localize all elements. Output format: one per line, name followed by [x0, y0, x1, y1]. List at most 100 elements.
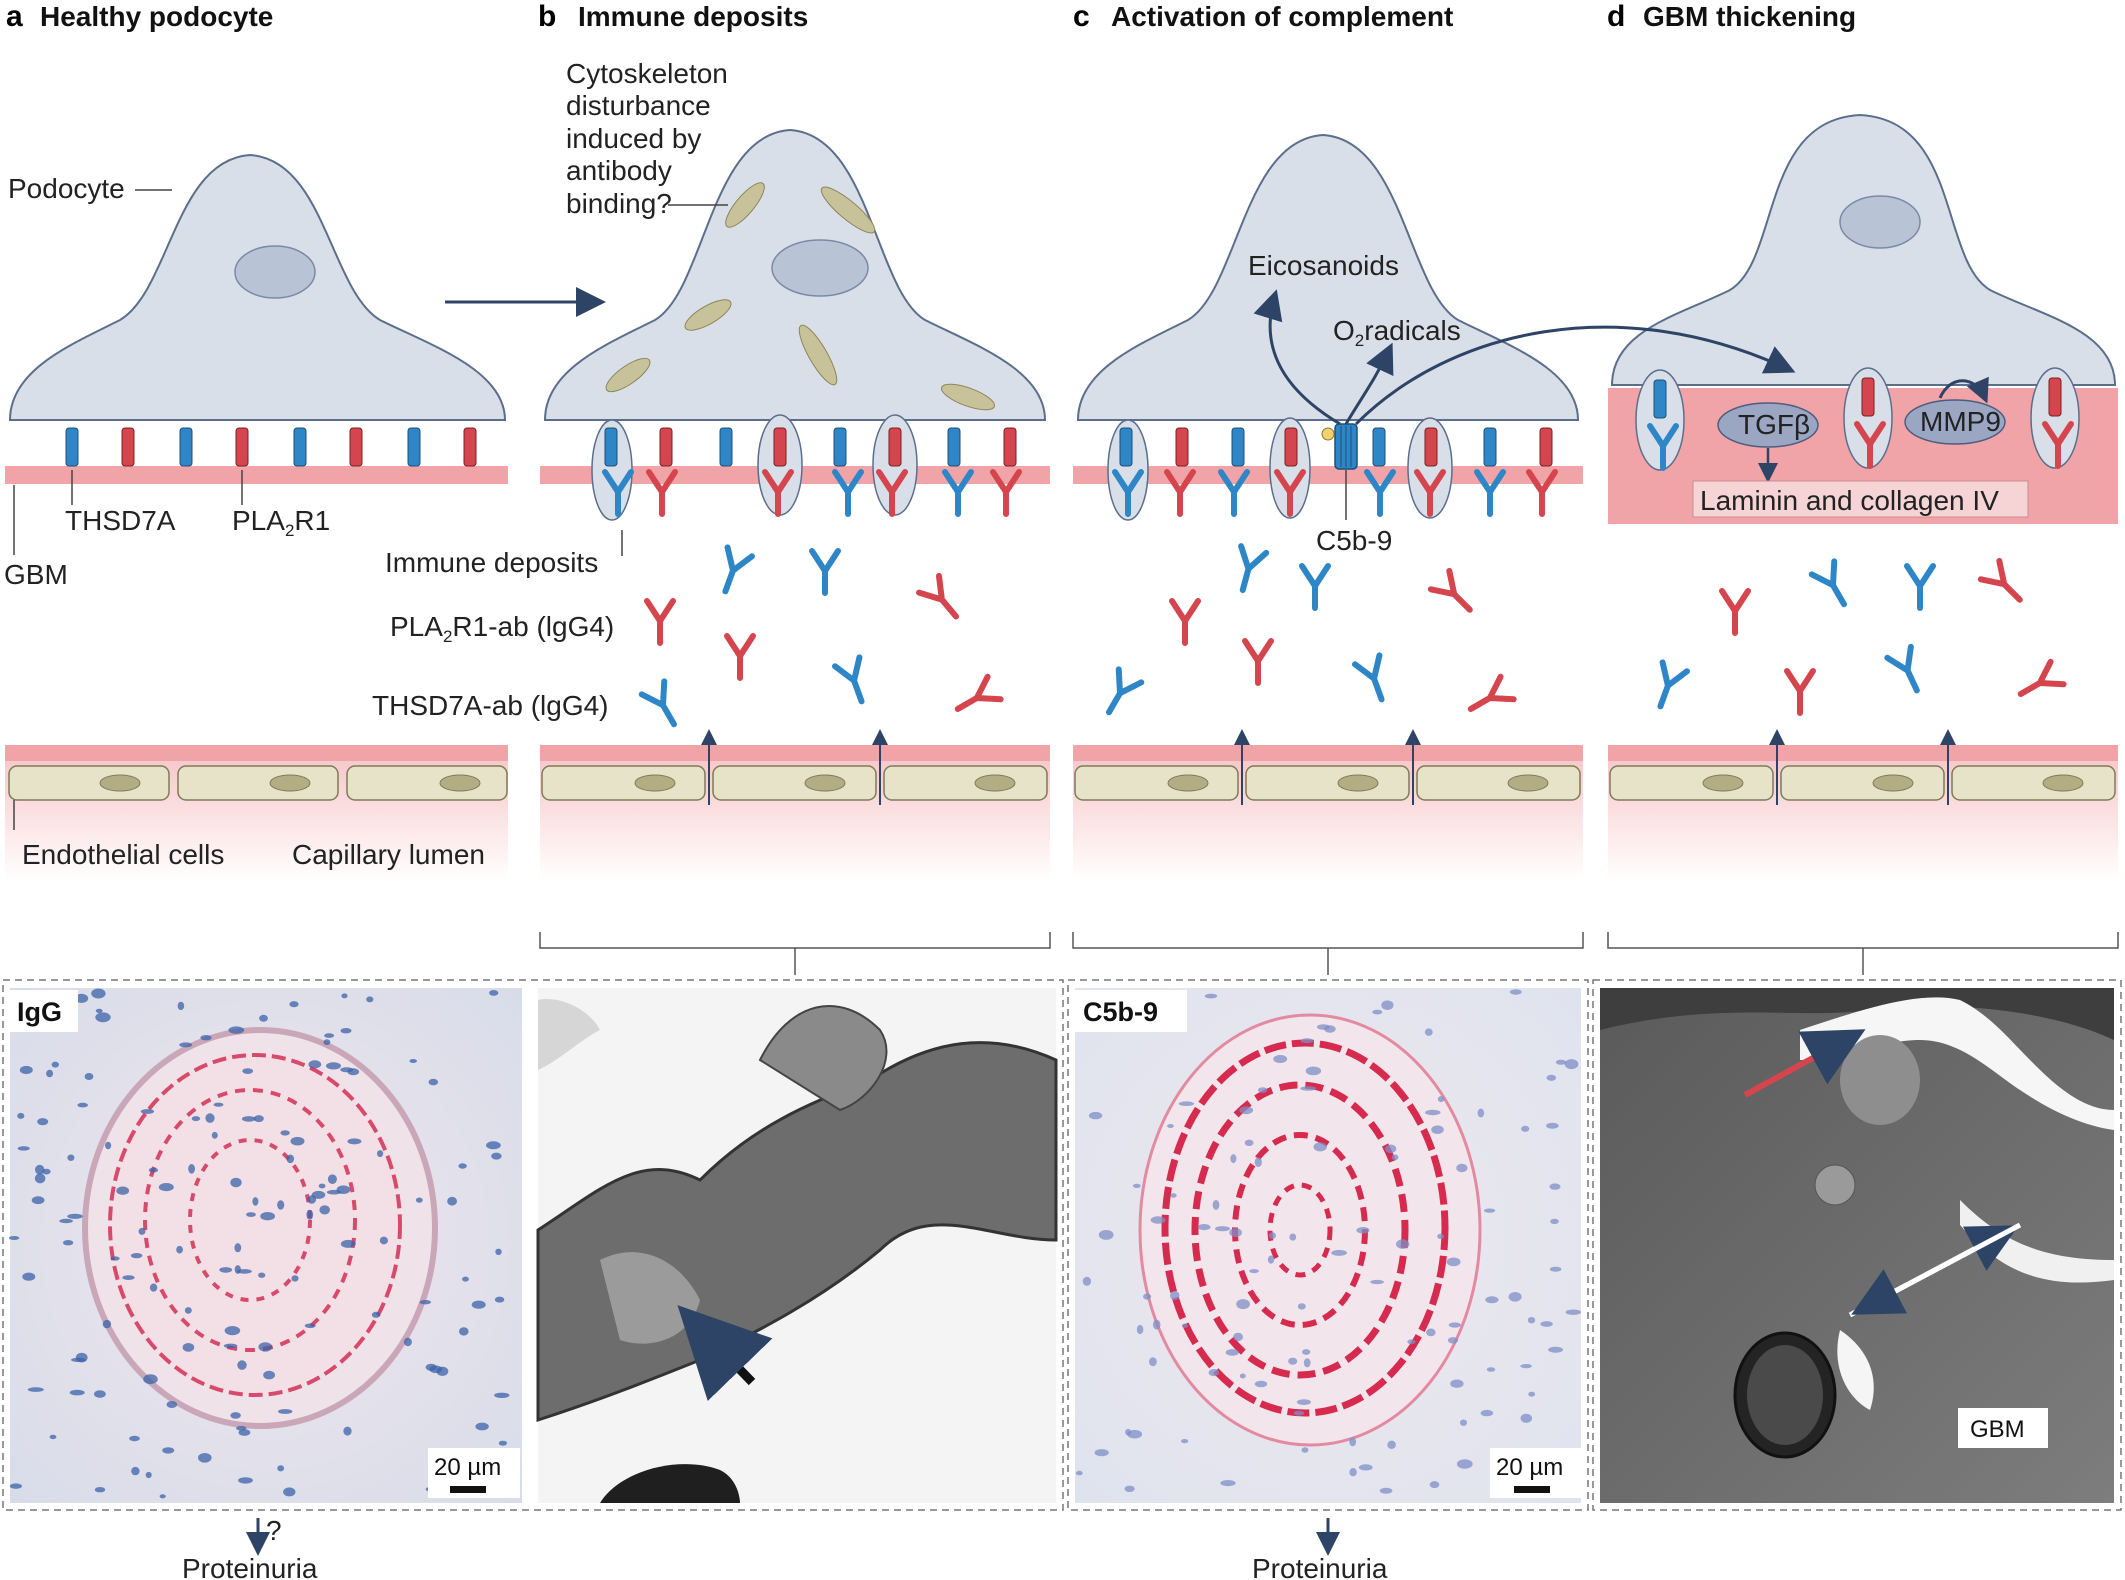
nucleus-stain: [304, 1323, 316, 1329]
nucleus-stain: [341, 993, 348, 999]
nucleus-stain: [1300, 1038, 1314, 1044]
nucleus-stain: [1426, 1328, 1436, 1337]
nucleus-stain: [138, 1227, 146, 1235]
nucleus-stain: [237, 1360, 247, 1370]
nucleus-stain: [277, 1465, 285, 1472]
black-arrow-icon: [677, 1305, 773, 1402]
igg-badge-bg: [10, 990, 78, 1032]
nucleus-stain: [1387, 1440, 1396, 1450]
antibody-icon: [2017, 658, 2067, 697]
capillary-label: Capillary lumen: [292, 839, 485, 870]
nucleus-stain: [1448, 1322, 1461, 1328]
antibody-icon: [990, 469, 1022, 517]
nucleus-stain: [1425, 1109, 1441, 1116]
nucleus-stain: [219, 1267, 233, 1273]
nucleus-stain: [246, 1212, 256, 1217]
nucleus-stain: [77, 1102, 88, 1108]
nucleus-stain: [260, 1212, 275, 1221]
nucleus-stain: [179, 1042, 193, 1048]
nucleus-stain: [280, 1130, 290, 1136]
panel-title-b: b Immune deposits: [538, 0, 808, 33]
nucleus-stain: [241, 1116, 256, 1122]
nucleus-stain: [105, 1141, 112, 1150]
nucleus-stain: [1178, 1101, 1195, 1106]
nucleus-stain: [1254, 1157, 1262, 1167]
nucleus-stain: [129, 1435, 140, 1442]
nucleus-stain: [1431, 1125, 1444, 1134]
nucleus-stain: [1215, 1226, 1230, 1232]
nucleus-stain: [1124, 1485, 1135, 1493]
nucleus-stain: [1460, 1419, 1467, 1426]
nucleus-stain: [1437, 1096, 1445, 1103]
nucleus-stain: [1254, 1380, 1268, 1388]
nucleus-stain: [211, 1131, 218, 1139]
antibody-icon: [809, 548, 841, 596]
nucleus-stain: [1370, 1279, 1384, 1285]
nucleus-stain: [1220, 1480, 1236, 1487]
svg-text:antibody: antibody: [566, 155, 672, 186]
panel-title: GBM thickening: [1643, 1, 1856, 32]
nucleus-stain: [59, 1218, 73, 1224]
nucleus-stain: [1546, 1074, 1557, 1081]
nucleus-stain: [1293, 1410, 1305, 1416]
nucleus-stain: [67, 1154, 75, 1161]
nucleus-stain: [371, 1311, 381, 1318]
nucleus-stain: [91, 988, 106, 999]
nucleus-stain: [166, 1401, 178, 1408]
nucleus-stain: [415, 1197, 423, 1203]
nucleus-stain: [462, 1276, 469, 1282]
nucleus-stain: [447, 1196, 457, 1206]
thsd7a-label: THSD7A: [65, 505, 176, 536]
nucleus-stain: [1396, 1239, 1410, 1249]
immune-deposits-d: [1635, 367, 2080, 471]
nucleus-stain: [1132, 1183, 1141, 1188]
nucleus-stain: [188, 1164, 196, 1174]
nucleus-stain: [1152, 1319, 1161, 1330]
nucleus-stain: [1385, 1144, 1397, 1154]
nucleus-stain: [1233, 1332, 1243, 1342]
nucleus-stain: [494, 1392, 510, 1399]
antibody-icon: [638, 678, 677, 728]
gbm-label: GBM: [4, 559, 68, 590]
nucleus-stain: [1303, 1358, 1311, 1368]
nucleus-stain: [459, 1327, 469, 1336]
nucleus-stain: [1540, 1321, 1553, 1327]
nucleus-stain: [37, 1118, 49, 1126]
nucleus-stain: [95, 1008, 103, 1014]
nucleus-stain: [1302, 1349, 1311, 1355]
nucleus-stain: [1546, 1122, 1559, 1129]
nucleus-stain: [1289, 1233, 1297, 1241]
antibody-icon: [1274, 469, 1306, 517]
antibody-icon: [644, 598, 676, 646]
tgfb-node: [1717, 402, 1819, 448]
nucleus-stain: [1446, 1257, 1461, 1267]
nucleus-stain: [1197, 1224, 1211, 1231]
question-mark: ?: [266, 1515, 282, 1546]
nucleus-stain: [236, 1426, 247, 1431]
nucleus-stain: [46, 1069, 54, 1078]
nucleus-stain: [252, 1197, 259, 1206]
antibody-icon: [1977, 557, 2023, 603]
antibody-icon: [1808, 558, 1847, 608]
receptors-c: [1119, 427, 1553, 467]
nucleus-stain: [19, 1065, 33, 1075]
nucleus-stain: [475, 1422, 489, 1431]
nucleus-stain: [1088, 1111, 1103, 1120]
nucleus-stain: [1477, 1108, 1485, 1118]
nucleus-stain: [1273, 1055, 1288, 1063]
nucleus-stain: [306, 1209, 314, 1220]
nucleus-stain: [290, 1136, 305, 1146]
nucleus-stain: [323, 1039, 331, 1046]
nucleus-stain: [486, 1141, 501, 1150]
nucleus-stain: [49, 1434, 57, 1440]
nucleus-stain: [223, 1343, 238, 1349]
antibody-icon: [1784, 668, 1816, 716]
receptors-d: [1653, 377, 2062, 419]
pla2r1-ab-label: PLA2R1-ab (lgG4): [390, 611, 614, 646]
podocyte-cell-c: [1076, 133, 1580, 421]
antibody-icon: [1414, 469, 1446, 517]
nucleus-stain: [1125, 1428, 1132, 1436]
nucleus-stain: [286, 1154, 295, 1164]
scale-bar-label: 20 µm: [1496, 1454, 1563, 1481]
nucleus-stain: [1236, 1299, 1250, 1310]
